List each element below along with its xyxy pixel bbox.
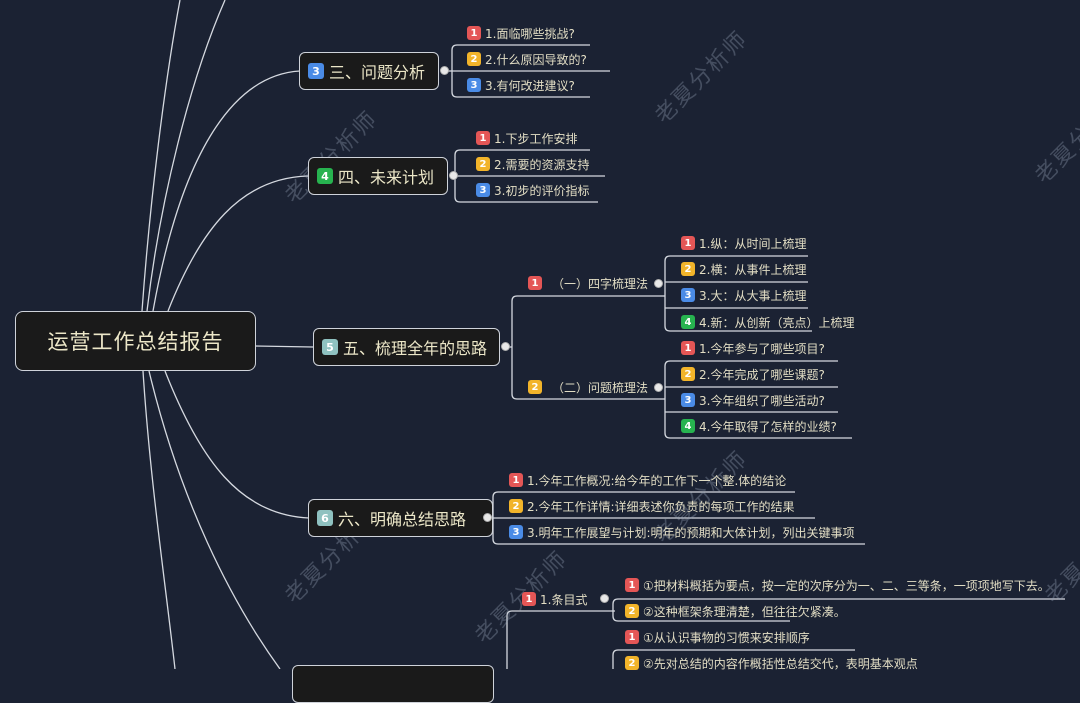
priority-3-icon: 3 xyxy=(681,393,695,407)
priority-1-icon: 1 xyxy=(522,592,536,606)
collapse-toggle[interactable] xyxy=(483,513,492,522)
priority-3-icon: 3 xyxy=(509,525,523,539)
priority-1-icon: 1 xyxy=(509,473,523,487)
branch-summary-approach[interactable]: 6 六、明确总结思路 xyxy=(308,499,493,537)
collapse-toggle[interactable] xyxy=(501,342,510,351)
priority-2-icon: 2 xyxy=(467,52,481,66)
root-topic[interactable]: 运营工作总结报告 xyxy=(15,311,256,371)
priority-2-icon: 2 xyxy=(625,604,639,618)
branch-future-plan[interactable]: 4 四、未来计划 xyxy=(308,157,448,195)
priority-1-icon: 1 xyxy=(476,131,490,145)
sub-branch-four-word-method[interactable]: 1（一）四字梳理法 xyxy=(528,274,648,292)
branch-label: 五、梳理全年的思路 xyxy=(343,339,488,358)
priority-3-icon: 3 xyxy=(476,183,490,197)
priority-2-icon: 2 xyxy=(681,262,695,276)
priority-1-icon: 1 xyxy=(681,341,695,355)
priority-1-icon: 1 xyxy=(528,276,542,290)
priority-3-icon: 3 xyxy=(681,288,695,302)
branch-label: 六、明确总结思路 xyxy=(338,510,467,529)
priority-3-icon: 3 xyxy=(467,78,481,92)
branch-label: 三、问题分析 xyxy=(329,63,426,82)
branch-writing-structure[interactable] xyxy=(292,665,494,703)
priority-5-icon: 5 xyxy=(322,339,338,355)
priority-4-icon: 4 xyxy=(317,168,333,184)
branch-label: 四、未来计划 xyxy=(338,168,435,187)
priority-1-icon: 1 xyxy=(467,26,481,40)
priority-1-icon: 1 xyxy=(681,236,695,250)
priority-1-icon: 1 xyxy=(625,630,639,644)
collapse-toggle[interactable] xyxy=(654,383,663,392)
root-topic-label: 运营工作总结报告 xyxy=(47,330,224,354)
priority-4-icon: 4 xyxy=(681,419,695,433)
branch-annual-review[interactable]: 5 五、梳理全年的思路 xyxy=(313,328,500,366)
priority-2-icon: 2 xyxy=(681,367,695,381)
collapse-toggle[interactable] xyxy=(600,594,609,603)
branch-problem-analysis[interactable]: 3 三、问题分析 xyxy=(299,52,439,90)
collapse-toggle[interactable] xyxy=(654,279,663,288)
sub-branch-question-method[interactable]: 2（二）问题梳理法 xyxy=(528,378,648,396)
priority-4-icon: 4 xyxy=(681,315,695,329)
priority-2-icon: 2 xyxy=(625,656,639,670)
collapse-toggle[interactable] xyxy=(449,171,458,180)
priority-2-icon: 2 xyxy=(528,380,542,394)
priority-6-icon: 6 xyxy=(317,510,333,526)
watermark: 老夏分析师 xyxy=(650,26,754,130)
priority-1-icon: 1 xyxy=(625,578,639,592)
priority-2-icon: 2 xyxy=(509,499,523,513)
watermark: 老夏分析师 xyxy=(1030,86,1080,190)
collapse-toggle[interactable] xyxy=(440,66,449,75)
priority-3-icon: 3 xyxy=(308,63,324,79)
priority-2-icon: 2 xyxy=(476,157,490,171)
